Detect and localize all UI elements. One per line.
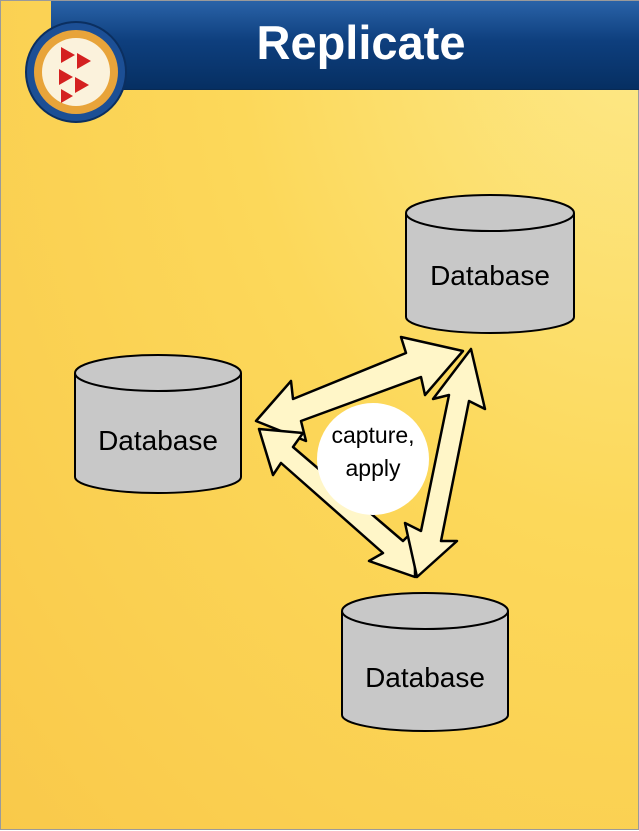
database-label: Database — [365, 662, 485, 693]
database-label: Database — [98, 425, 218, 456]
arrow-top-bottom — [403, 347, 487, 579]
slide-title: Replicate — [256, 16, 466, 69]
database-label: Database — [430, 260, 550, 291]
center-label-line1: capture, — [331, 422, 414, 448]
database-bottom: Database — [341, 592, 509, 732]
title-bar: Replicate — [51, 1, 639, 90]
database-top-right: Database — [405, 194, 575, 334]
replicate-logo-icon — [25, 21, 127, 123]
arrow-left-bottom — [257, 427, 417, 579]
arrow-left-top — [254, 335, 465, 443]
database-left: Database — [74, 354, 242, 494]
replication-arrows — [254, 335, 487, 579]
center-node: capture, apply — [317, 403, 429, 515]
center-label-line2: apply — [346, 455, 401, 481]
